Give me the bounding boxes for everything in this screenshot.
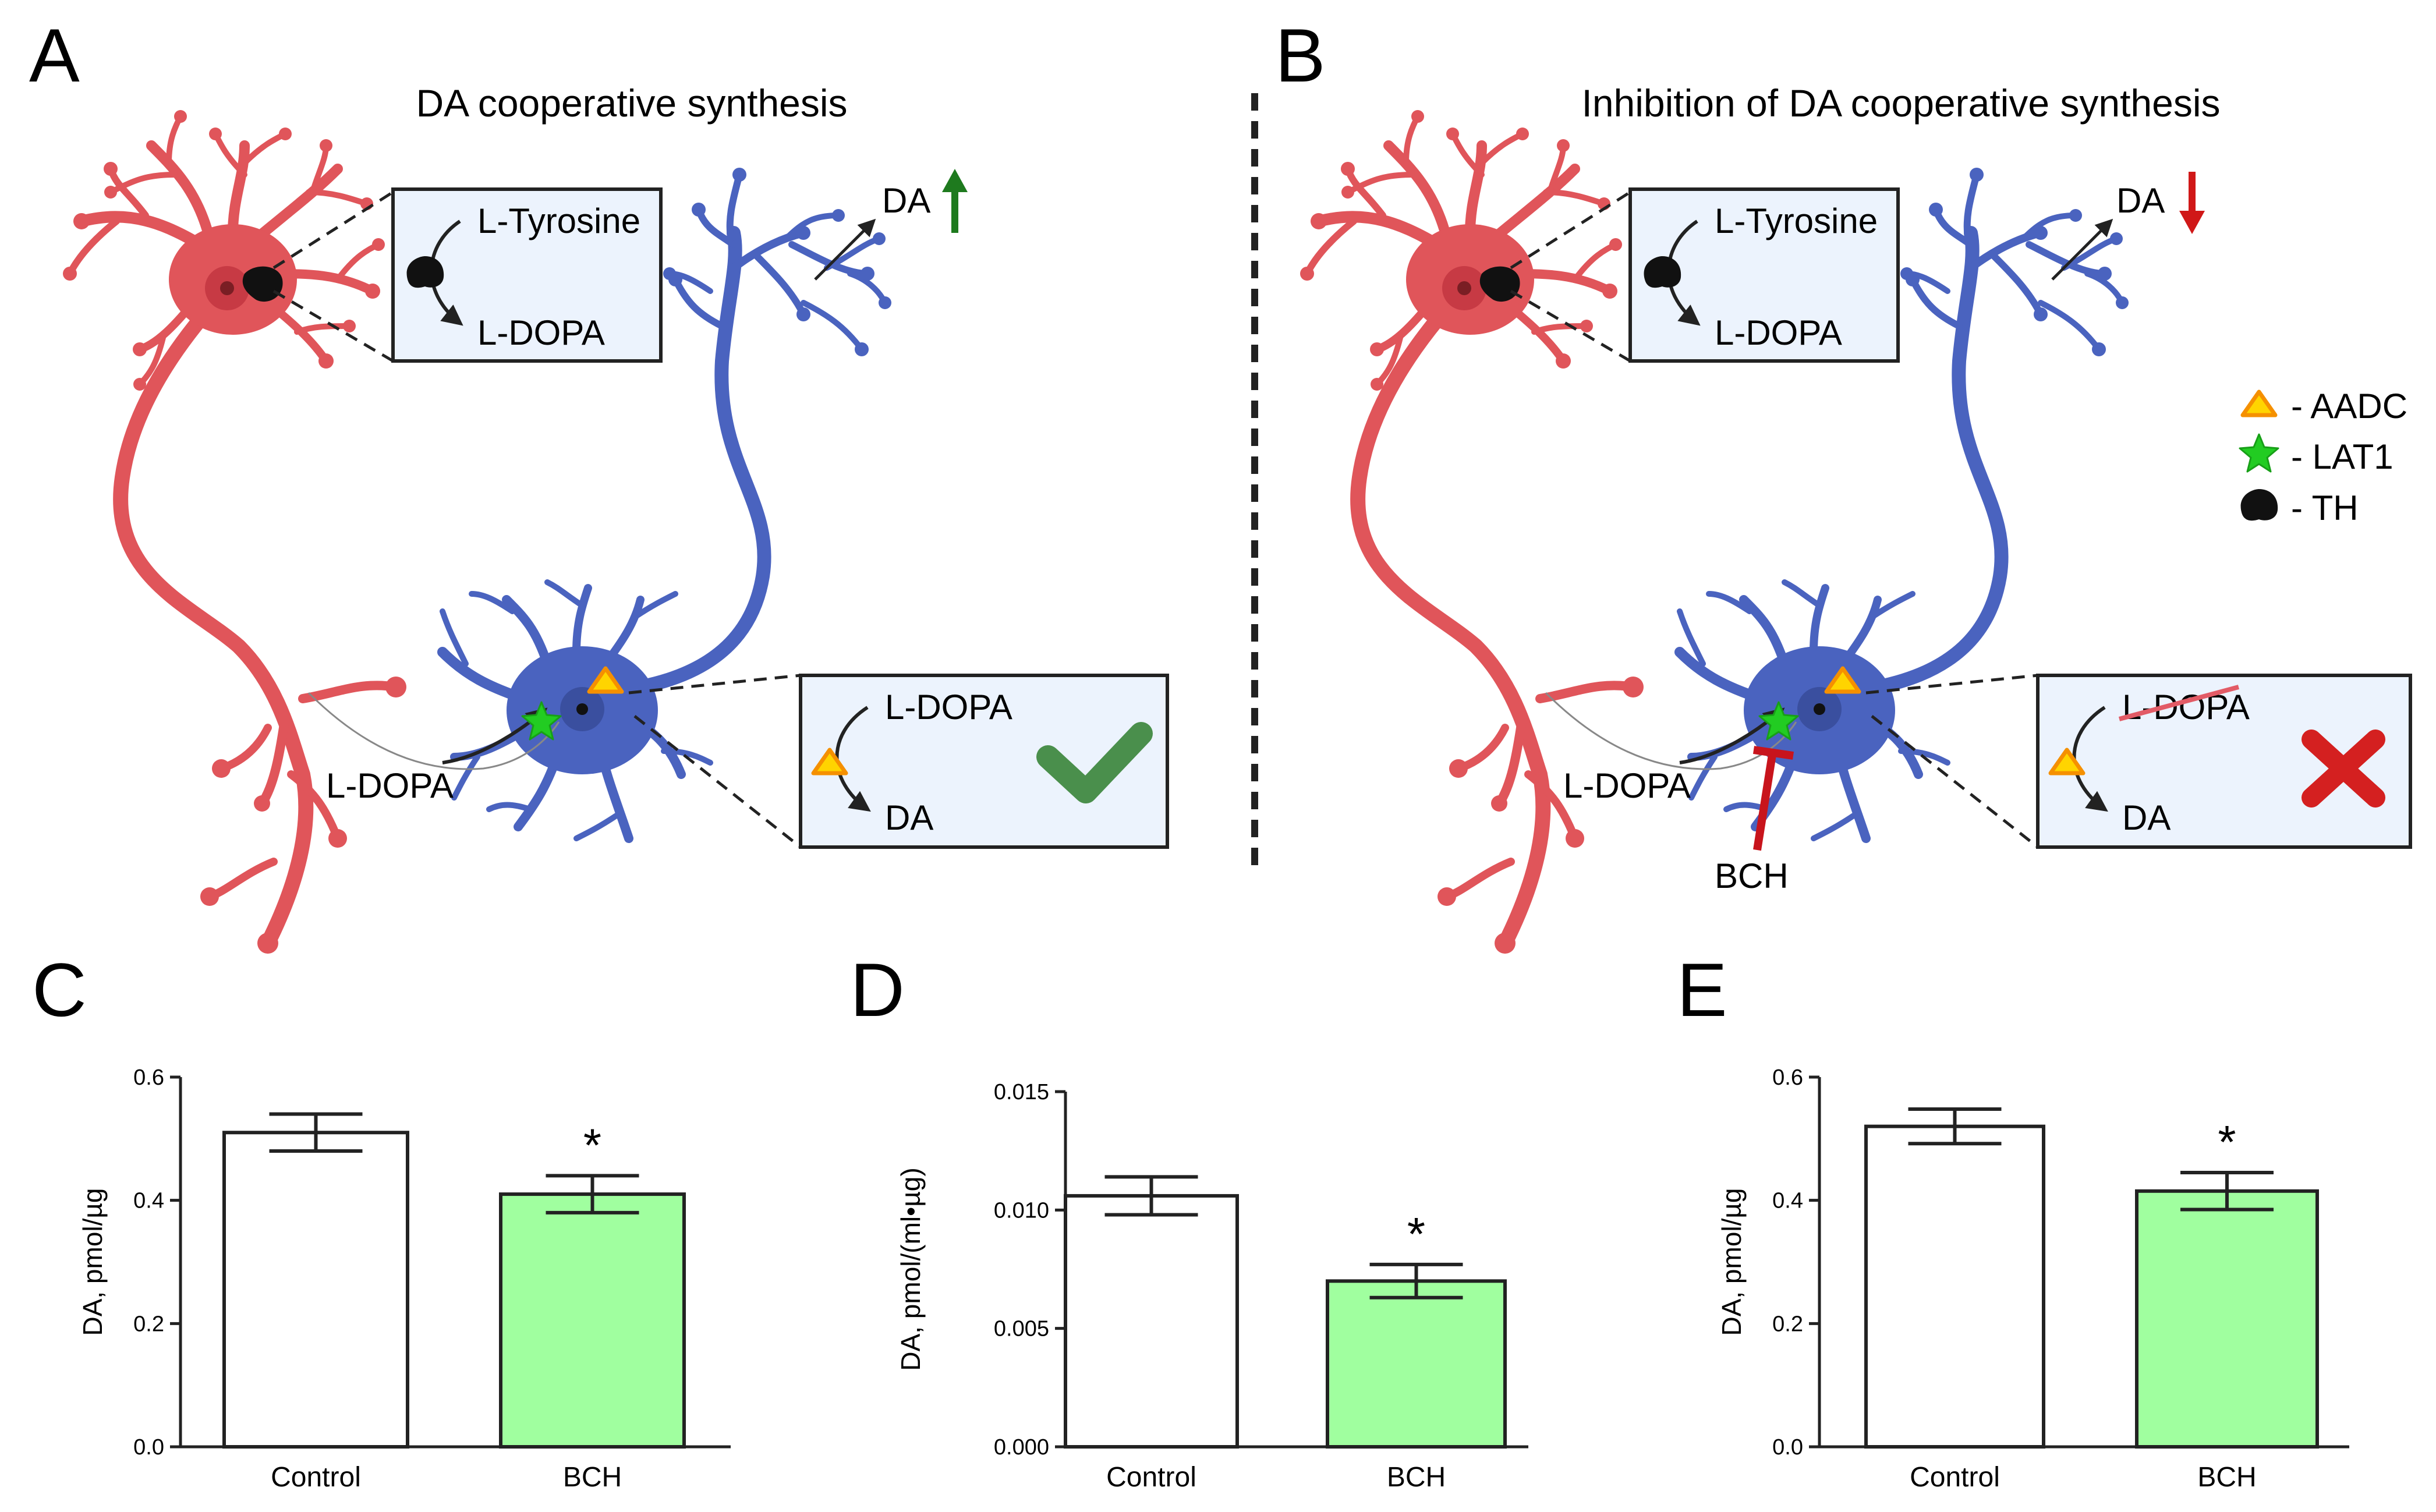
y-tick-label: 0.6 — [1772, 1065, 1803, 1090]
panel-letter-e: E — [1677, 947, 1727, 1032]
box-top-b-line2: L-DOPA — [1715, 313, 1842, 352]
box-bottom-a-line1: L-DOPA — [885, 688, 1012, 727]
y-tick-label: 0.2 — [1772, 1312, 1803, 1336]
inhibitor-label: BCH — [1715, 856, 1789, 895]
bar-control — [1864, 1124, 2045, 1449]
box-top-a-line1: L-Tyrosine — [477, 201, 640, 240]
bch-inhibitor-icon — [1752, 746, 1794, 851]
y-tick-label: 0.005 — [994, 1317, 1049, 1341]
bar-bch — [499, 1192, 686, 1449]
synthesis-box-top-b — [1628, 187, 1900, 363]
panel-b: B Inhibition of DA cooperative synthesis… — [1275, 13, 2412, 954]
legend-th-label: - TH — [2291, 488, 2359, 527]
transport-label-b: L-DOPA — [1563, 766, 1691, 805]
y-axis-label: DA, pmol/µg — [1716, 1188, 1747, 1336]
y-tick-label: 0.015 — [994, 1080, 1049, 1104]
category-label: Control — [271, 1462, 361, 1493]
legend-lat1-icon — [2239, 433, 2279, 473]
strike-line — [2118, 685, 2240, 721]
bar-bch — [2135, 1189, 2319, 1449]
category-label: Control — [1910, 1462, 2000, 1493]
legend-aadc-icon — [2243, 392, 2275, 415]
bar-control — [222, 1131, 409, 1449]
y-tick-label: 0.010 — [994, 1198, 1049, 1223]
box-bottom-b-line1: L-DOPA — [2122, 688, 2250, 727]
presynaptic-neuron-a — [63, 110, 406, 954]
release-label-b: DA — [2116, 181, 2165, 220]
significance-marker: * — [1407, 1208, 1425, 1260]
dopamine-increase-arrow-icon — [942, 169, 968, 233]
legend-aadc-label: - AADC — [2291, 387, 2407, 426]
significance-marker: * — [2218, 1116, 2236, 1168]
significance-marker: * — [583, 1119, 601, 1171]
category-label: BCH — [563, 1462, 622, 1493]
release-label-a: DA — [882, 181, 930, 220]
legend-lat1-label: - LAT1 — [2291, 437, 2393, 476]
dopamine-decrease-arrow-icon — [2179, 172, 2205, 234]
cross-icon — [2302, 730, 2385, 808]
y-tick-label: 0.2 — [133, 1312, 164, 1336]
y-tick-label: 0.0 — [133, 1435, 164, 1460]
box-bottom-b-line2: DA — [2122, 798, 2171, 837]
y-axis-label: DA, pmol/µg — [77, 1188, 108, 1336]
panel-b-title: Inhibition of DA cooperative synthesis — [1582, 82, 2221, 125]
panel-letter-d: D — [850, 947, 905, 1032]
panel-letter-c: C — [32, 947, 87, 1032]
transport-label-a: L-DOPA — [326, 766, 454, 805]
check-icon — [1036, 722, 1153, 803]
panel-a-title: DA cooperative synthesis — [416, 82, 847, 125]
y-tick-label: 0.4 — [1772, 1189, 1803, 1213]
category-label: BCH — [2197, 1462, 2256, 1493]
y-tick-label: 0.4 — [133, 1189, 164, 1213]
panel-letter-a: A — [29, 13, 80, 98]
y-axis-label: DA, pmol/(ml•µg) — [895, 1167, 926, 1371]
legend-th-icon — [2240, 489, 2278, 521]
legend: - AADC - LAT1 - TH — [2239, 387, 2407, 527]
presynaptic-neuron-b — [1300, 110, 1644, 954]
y-tick-label: 0.6 — [133, 1065, 164, 1090]
box-top-a-line2: L-DOPA — [477, 313, 605, 352]
category-label: Control — [1106, 1462, 1196, 1493]
category-label: BCH — [1387, 1462, 1446, 1493]
panel-letter-b: B — [1275, 13, 1326, 98]
y-tick-label: 0.0 — [1772, 1435, 1803, 1460]
bar-control — [1064, 1194, 1239, 1449]
y-tick-label: 0.000 — [994, 1435, 1049, 1460]
bar-bch — [1326, 1279, 1507, 1449]
box-top-b-line1: L-Tyrosine — [1715, 201, 1878, 240]
box-bottom-a-line2: DA — [885, 798, 933, 837]
panel-a: A DA cooperative synthesis L-Tyrosine L-… — [29, 13, 1169, 954]
